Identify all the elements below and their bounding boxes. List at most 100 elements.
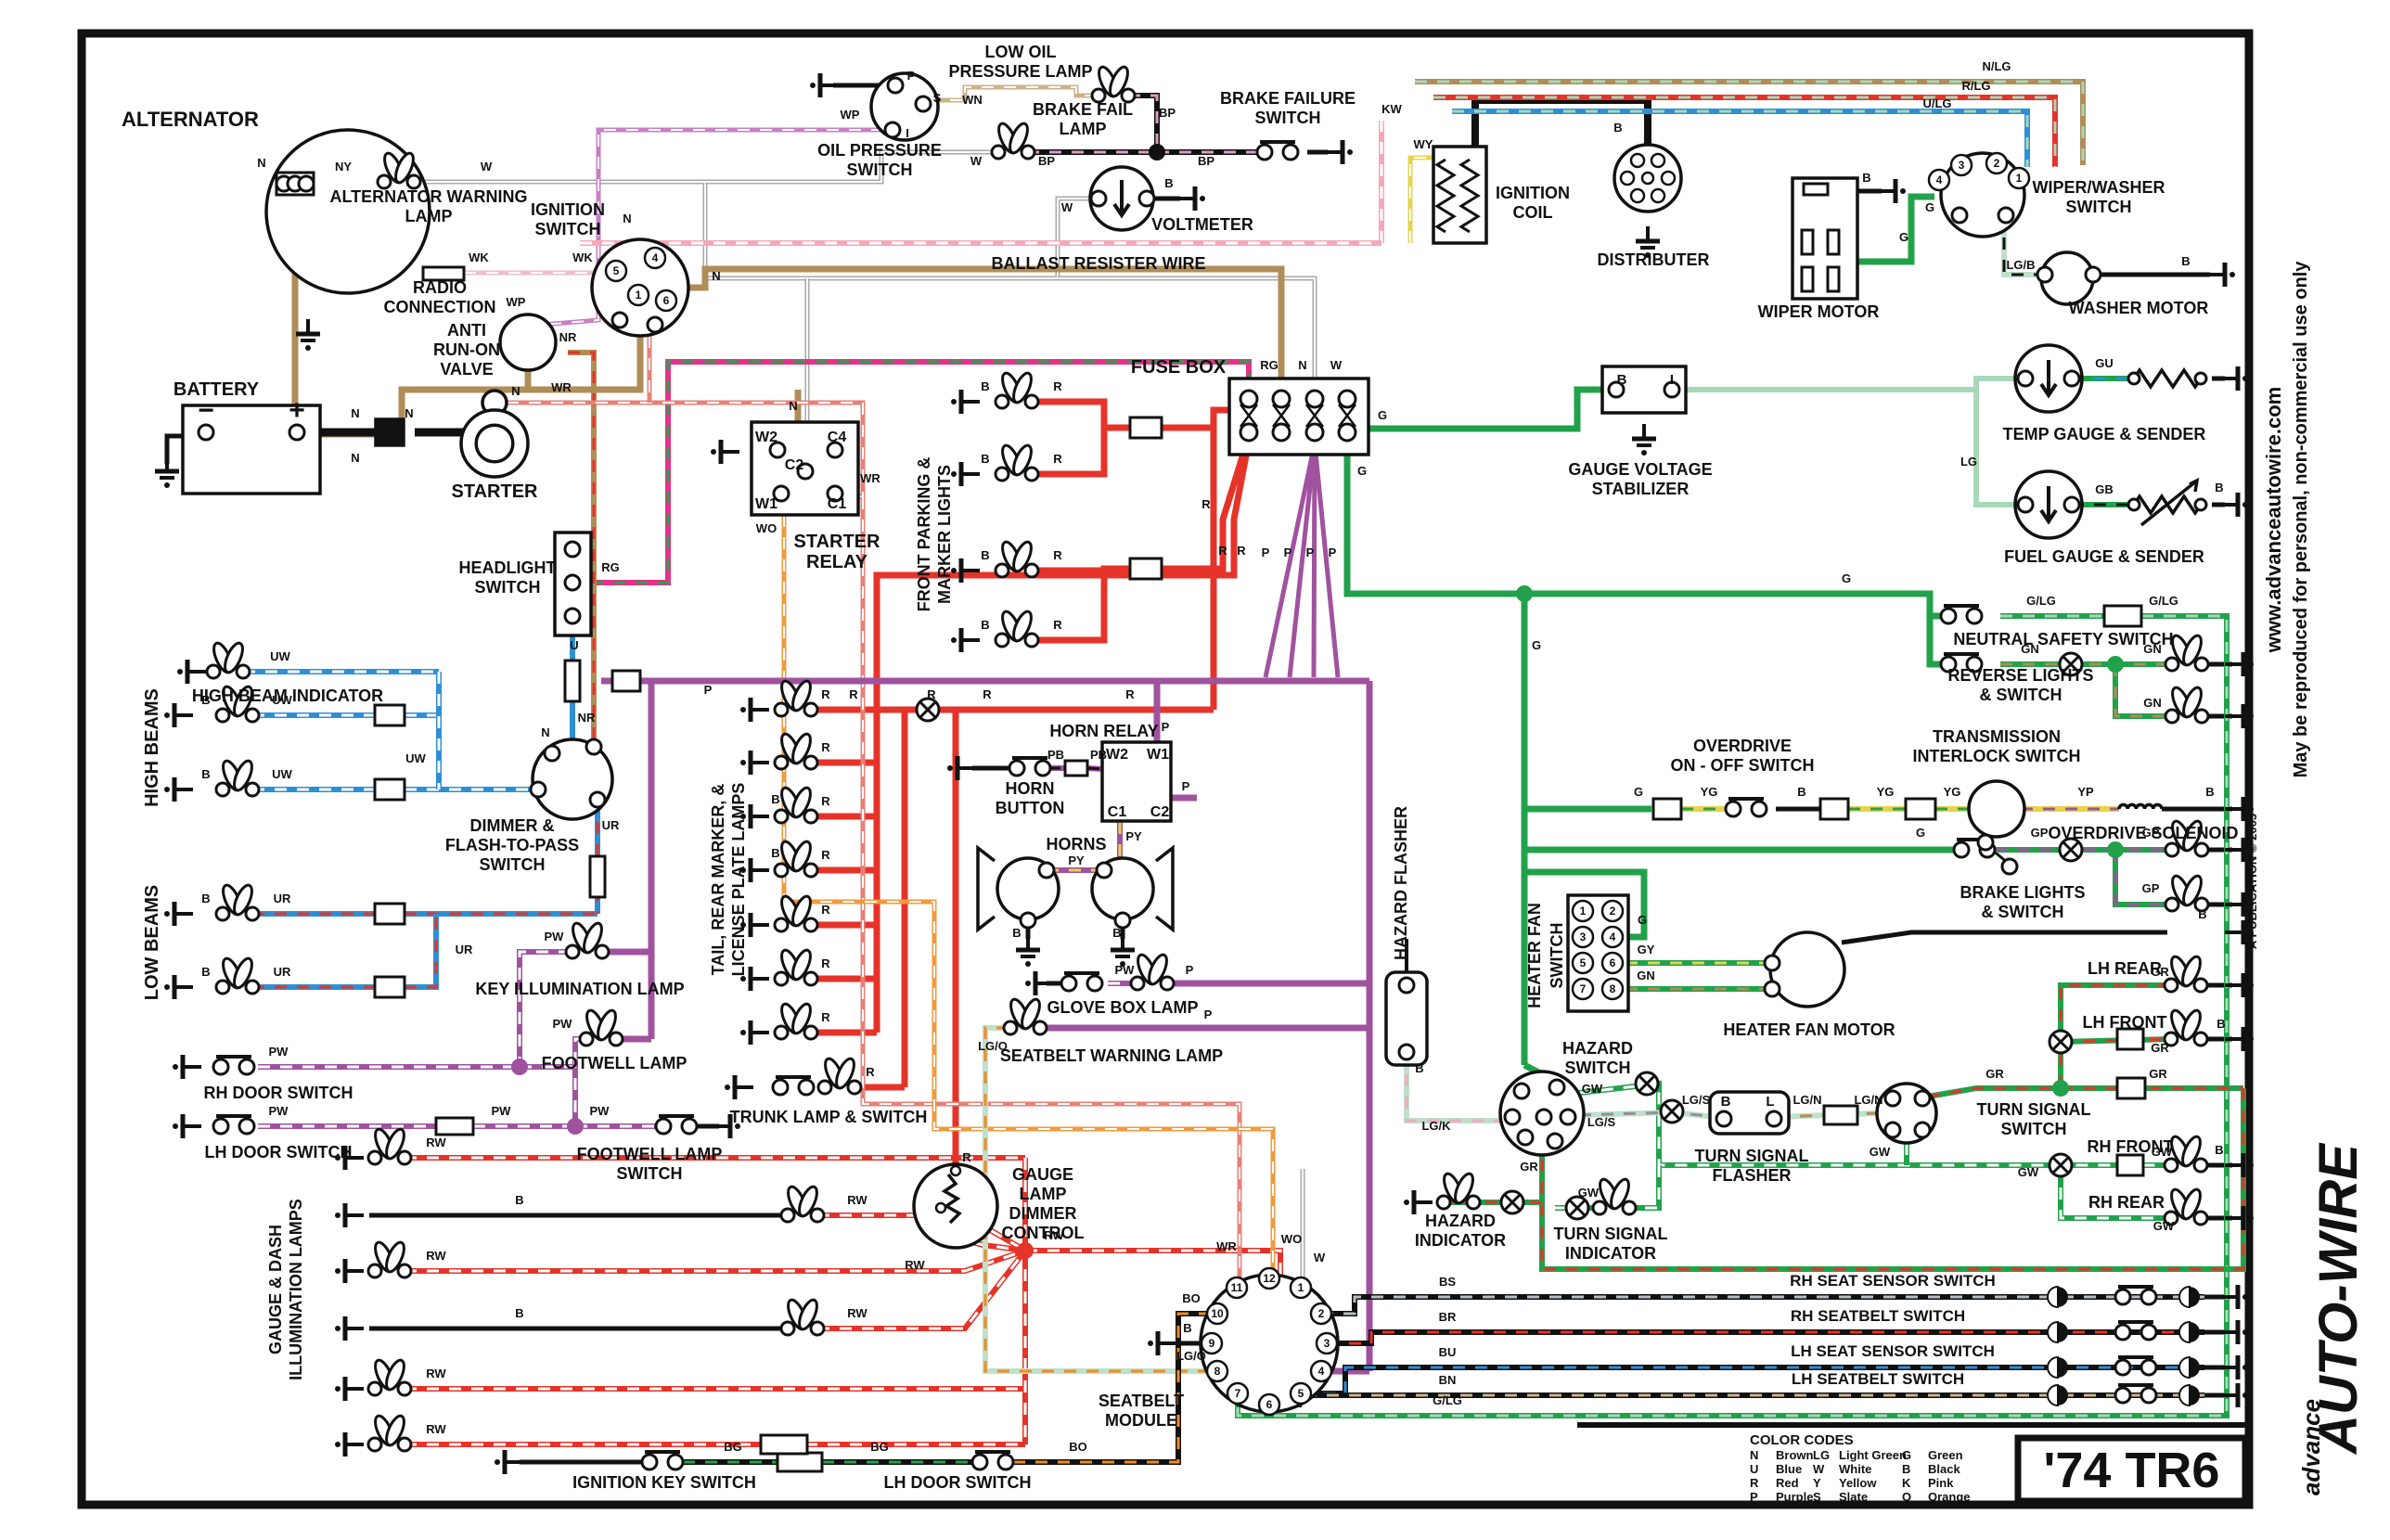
label: NEUTRAL SAFETY SWITCH	[1953, 630, 2173, 648]
label: PY	[1068, 853, 1085, 867]
svg-text:2: 2	[1610, 905, 1616, 918]
fz-symbol	[1818, 797, 1850, 821]
lamp-symbol	[2163, 1187, 2209, 1226]
GP-wire	[2113, 850, 2173, 907]
label: RW	[426, 1249, 446, 1263]
term-symbol	[610, 311, 629, 329]
label: I	[1670, 372, 1674, 388]
label: NR	[559, 330, 577, 344]
BU-wire	[1301, 1365, 2204, 1396]
term-symbol	[1512, 1082, 1531, 1100]
label: GW	[2152, 1145, 2173, 1159]
legend-color-name: Purple	[1776, 1490, 1813, 1504]
label: SEATBELT	[1099, 1392, 1184, 1410]
conn-symbol	[1634, 1071, 1660, 1097]
circ-symbol	[498, 313, 558, 372]
lamp-symbol	[994, 610, 1040, 648]
label: NY	[335, 160, 352, 173]
fz-symbol	[1802, 182, 1830, 197]
circ-symbol	[1967, 779, 2026, 839]
lamp-symbol	[773, 840, 819, 879]
fz-symbol	[1800, 265, 1815, 293]
sw-symbol	[1939, 604, 1984, 625]
label: R	[1053, 548, 1062, 562]
bx-symbol	[181, 404, 322, 495]
lamp-symbol	[214, 685, 261, 724]
label: W	[481, 160, 493, 173]
label: GN	[2143, 696, 2162, 710]
W-wire-tracer	[1058, 277, 1316, 379]
label: C1	[1108, 804, 1127, 820]
label: GW	[2018, 1165, 2039, 1179]
term-symbol	[1037, 861, 1056, 879]
label: C4	[828, 430, 847, 445]
dot-symbol	[2107, 656, 2124, 673]
PW-wire-tracer	[520, 1065, 577, 1126]
legend-color-name: White	[1839, 1462, 1871, 1476]
label: P	[1162, 720, 1170, 734]
R-wire	[873, 440, 1253, 710]
label: R	[1125, 687, 1135, 701]
label: HEATER FAN MOTOR	[1723, 1020, 1895, 1039]
label: C1	[828, 496, 847, 512]
label: G/LG	[2149, 594, 2178, 608]
fz-symbol	[1651, 797, 1683, 821]
label: BS	[1439, 1275, 1456, 1289]
gr-symbol	[2225, 920, 2254, 944]
GLG-wire-tracer	[1236, 614, 2229, 1418]
gr-symbol	[2225, 1153, 2254, 1177]
term-symbol	[1607, 380, 1625, 399]
label: G	[1638, 913, 1647, 927]
G-wire	[1343, 455, 1524, 597]
term-symbol	[1763, 954, 1781, 972]
label: LAMP	[1020, 1185, 1067, 1203]
legend-color-name: Green	[1928, 1448, 1963, 1462]
P-wire	[1263, 443, 1317, 678]
fz-symbol	[759, 1433, 809, 1456]
legend-code: P	[1750, 1490, 1758, 1504]
lamp-symbol	[366, 1414, 413, 1453]
label: B	[1613, 121, 1622, 135]
label: GAUGE VOLTAGE	[1568, 460, 1712, 479]
gv-symbol	[1111, 935, 1135, 967]
label: UR	[274, 965, 291, 979]
term-symbol	[796, 462, 815, 481]
diagram-border	[77, 29, 2254, 1509]
label: LG/S	[1682, 1093, 1711, 1107]
label: R	[962, 1150, 971, 1164]
label: L	[1766, 1094, 1774, 1110]
P-wire	[1311, 443, 1317, 678]
fz-symbol	[2115, 1153, 2145, 1177]
label: G/LG	[1433, 1393, 1462, 1407]
RW-wire-tracer	[817, 1250, 1027, 1330]
label: TRANSMISSION	[1933, 727, 2061, 746]
label: GR	[1985, 1067, 2004, 1081]
LG-wire	[1679, 376, 2017, 392]
label: REVERSE LIGHTS	[1947, 666, 2093, 685]
label: FLASHER	[1713, 1166, 1792, 1185]
label: N	[1298, 358, 1306, 372]
R-wire	[1214, 434, 1253, 572]
term-symbol	[772, 484, 790, 503]
legend-color-name: Light Green	[1839, 1448, 1907, 1462]
lamp-symbol	[2164, 819, 2210, 858]
NLG-wire-tracer	[1415, 80, 2085, 165]
hc-symbol	[2047, 1320, 2068, 1344]
num-symbol: 4	[1309, 1359, 1333, 1383]
LGK-wire-tracer	[1405, 1052, 1503, 1123]
label: AUTO-WIRE	[2308, 1142, 2369, 1456]
label: UW	[272, 693, 292, 707]
label: PW	[1115, 963, 1136, 977]
term-symbol	[585, 738, 603, 756]
lamp-symbol	[366, 1127, 413, 1166]
svg-text:4: 4	[1610, 930, 1616, 943]
gr-symbol	[1877, 179, 1906, 203]
RLG-wire-tracer	[1433, 96, 2057, 167]
num-symbol: 10	[1205, 1302, 1229, 1326]
sw-symbol	[970, 1450, 1015, 1471]
label: B	[2198, 907, 2206, 921]
ULG-wire	[1452, 109, 2030, 167]
term-symbol	[1546, 1132, 1564, 1150]
WN-wire-tracer	[928, 86, 1099, 101]
label: G	[1899, 230, 1908, 244]
